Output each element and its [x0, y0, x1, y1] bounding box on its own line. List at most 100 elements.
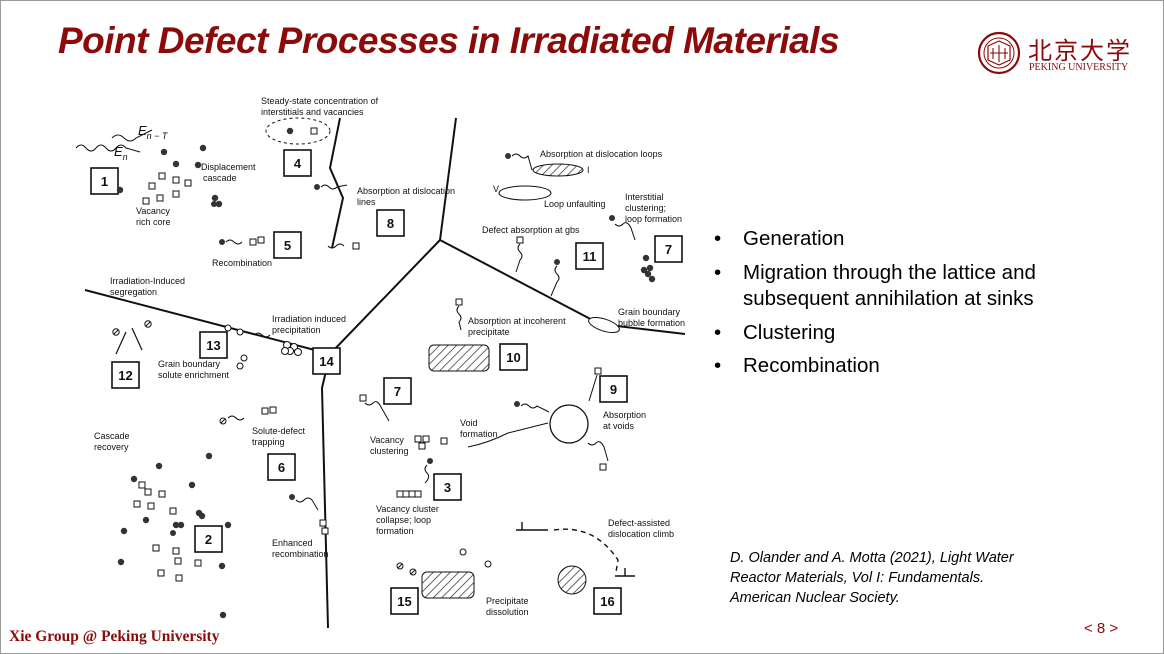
bullet-text: Recombination	[743, 354, 880, 377]
process-box-7b	[654, 235, 683, 263]
svg-text:I: I	[587, 165, 590, 175]
logo-seal	[977, 31, 1021, 75]
svg-text:clustering: clustering	[370, 446, 409, 456]
bullet-text: Clustering	[743, 320, 836, 344]
process-box-7a	[383, 377, 412, 405]
cascade-2-vacancies	[133, 481, 202, 582]
energy-label-ent: En − T	[138, 123, 169, 141]
steady-state-ellipse	[265, 117, 331, 145]
slide-title: Point Defect Processes in Irradiated Mat…	[58, 20, 840, 61]
process-box-3	[433, 473, 462, 501]
page-number: < 8 >	[1084, 620, 1119, 637]
svg-text:trapping: trapping	[252, 437, 285, 447]
logo-name-cn: 北京大学	[1028, 37, 1132, 65]
gb-solute-atoms	[224, 324, 248, 370]
process-box-8	[376, 209, 405, 237]
incoherent-precipitate	[428, 344, 490, 372]
bullet-item: • Clustering	[714, 320, 1134, 347]
svg-text:Absorption at incoherent: Absorption at incoherent	[468, 316, 566, 326]
citation: D. Olander and A. Motta (2021), Light Wa…	[730, 548, 1130, 608]
process-box-2	[194, 525, 223, 553]
process-number-1: 1	[101, 174, 108, 189]
svg-text:dislocation climb: dislocation climb	[608, 529, 674, 539]
footer-group-name: Xie Group @ Peking University	[9, 628, 220, 645]
process-number-8: 8	[387, 216, 394, 231]
vacancy-loop	[498, 185, 552, 201]
svg-text:Grain boundary: Grain boundary	[618, 307, 681, 317]
svg-text:lines: lines	[357, 197, 376, 207]
bullet-item: • Generation	[714, 226, 1134, 253]
precipitate-cluster	[281, 341, 302, 356]
process-box-6	[267, 453, 296, 481]
bullet-text: Generation	[743, 227, 845, 250]
process-number-11: 11	[583, 249, 597, 264]
process-box-5	[273, 231, 302, 259]
process-number-15: 15	[397, 594, 411, 609]
citation-line: American Nuclear Society.	[730, 590, 900, 606]
svg-text:at voids: at voids	[603, 421, 635, 431]
bullet-list: • Generation • Migration through the latti…	[714, 226, 1134, 387]
process-boxes	[90, 149, 683, 615]
logo-name-en: PEKING UNIVERSITY	[1029, 62, 1129, 73]
svg-text:cascade: cascade	[203, 173, 237, 183]
process-box-14	[312, 347, 341, 375]
svg-text:Grain boundary: Grain boundary	[158, 359, 221, 369]
svg-text:Irradiation-Induced: Irradiation-Induced	[110, 276, 185, 286]
segregation-arrows	[115, 327, 143, 355]
process-number-5: 5	[284, 238, 291, 253]
process-box-15	[390, 587, 419, 615]
cascade-2-interstitials	[117, 452, 232, 619]
svg-text:Absorption at dislocation: Absorption at dislocation	[357, 186, 455, 196]
svg-text:rich core: rich core	[136, 217, 171, 227]
process-box-16	[593, 587, 622, 615]
process-number-14: 14	[319, 354, 334, 369]
incoming-particle	[75, 129, 153, 153]
bullet-dot-icon: •	[714, 260, 722, 284]
bullet-dot-icon: •	[714, 227, 722, 250]
process-number-13: 13	[206, 338, 220, 353]
svg-text:segregation: segregation	[110, 287, 157, 297]
svg-text:clustering;: clustering;	[625, 203, 666, 213]
bullet-text: Migration through the lattice and subseq…	[743, 260, 1036, 311]
svg-text:Displacement: Displacement	[201, 162, 256, 172]
svg-text:Enhanced: Enhanced	[272, 538, 313, 548]
svg-text:bubble formation: bubble formation	[618, 318, 685, 328]
svg-text:precipitation: precipitation	[272, 325, 321, 335]
svg-text:recombination: recombination	[272, 549, 329, 559]
svg-text:Absorption: Absorption	[603, 410, 646, 420]
process-number-3: 3	[444, 480, 451, 495]
citation-line: D. Olander and A. Motta (2021), Light Wa…	[730, 550, 1014, 566]
svg-text:Vacancy: Vacancy	[370, 435, 404, 445]
svg-text:Cascade: Cascade	[94, 431, 130, 441]
svg-text:Steady-state concentration of: Steady-state concentration of	[261, 96, 379, 106]
svg-text:Vacancy cluster: Vacancy cluster	[376, 504, 439, 514]
void	[549, 404, 589, 444]
process-number-7a: 7	[394, 384, 401, 399]
process-number-7b: 7	[665, 242, 672, 257]
precipitate-16	[557, 565, 587, 595]
bullet-item: • Recombination	[714, 353, 1134, 380]
defect-process-diagram: En − T En 1 4 5 8 2 6 12 13 14 10 7 3 9 …	[75, 96, 686, 628]
svg-text:Precipitate: Precipitate	[486, 596, 529, 606]
svg-text:Absorption at dislocation loop: Absorption at dislocation loops	[540, 149, 663, 159]
bullet-dot-icon: •	[714, 354, 722, 377]
bullet-item: • Migration through the lattice and subse…	[714, 260, 1134, 313]
university-logo	[977, 31, 1021, 75]
process-number-4: 4	[294, 156, 302, 171]
svg-text:Irradiation induced: Irradiation induced	[272, 314, 346, 324]
svg-text:formation: formation	[376, 526, 414, 536]
svg-text:Defect-assisted: Defect-assisted	[608, 518, 670, 528]
energy-label-en: En	[114, 144, 128, 162]
svg-text:V: V	[493, 184, 499, 194]
process-box-13	[199, 331, 228, 359]
svg-text:formation: formation	[460, 429, 498, 439]
svg-text:loop formation: loop formation	[625, 214, 682, 224]
svg-text:Void: Void	[460, 418, 478, 428]
bullet-dot-icon: •	[714, 320, 722, 344]
svg-text:Interstitial: Interstitial	[625, 192, 664, 202]
process-number-10: 10	[506, 350, 520, 365]
svg-text:interstitials and vacancies: interstitials and vacancies	[261, 107, 364, 117]
process-box-11	[575, 242, 604, 270]
svg-text:Recombination: Recombination	[212, 258, 272, 268]
interstitial-loop	[532, 163, 584, 177]
